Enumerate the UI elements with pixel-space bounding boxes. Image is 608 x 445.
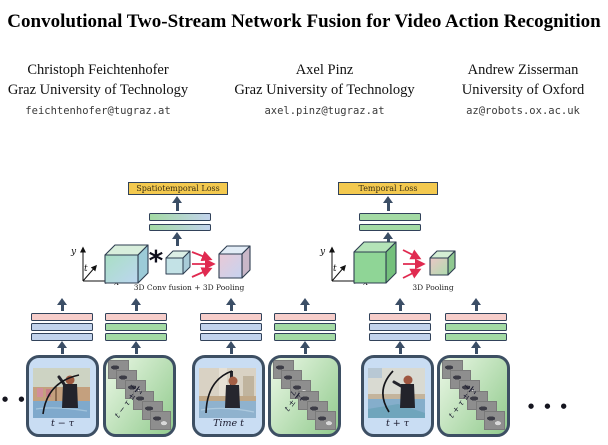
pooled-output-cube (429, 250, 456, 276)
t-axis (331, 264, 346, 282)
author-name: Andrew Zisserman (467, 62, 579, 78)
fc-bar (359, 213, 421, 221)
y-axis-label: y (70, 247, 77, 257)
conv-bar (445, 313, 507, 321)
t-axis-label: t (84, 264, 88, 274)
up-arrow-icon (471, 341, 481, 354)
frame-label: t − τ (50, 418, 75, 429)
rgb-frame-box: t + τ (361, 355, 434, 437)
spatiotemporal-loss-label: Spatiotemporal Loss (136, 184, 220, 193)
conv-bar (31, 323, 93, 331)
conv-bar (105, 323, 167, 331)
pooling-arrows (402, 249, 426, 279)
rgb-frame-photo (368, 368, 425, 418)
author-block-3: Andrew Zisserman University of Oxford az… (438, 62, 608, 117)
author-name: Axel Pinz (295, 62, 354, 78)
t-axis (82, 264, 97, 282)
frame-label: Time t (213, 418, 244, 429)
ellipsis-left: ● ● (2, 395, 29, 403)
up-arrow-icon (226, 341, 236, 354)
conv-bar (369, 313, 431, 321)
author-email: feichtenhofer@tugraz.at (25, 105, 171, 117)
conv-bar (31, 333, 93, 341)
conv-bar (445, 333, 507, 341)
flow-tile (150, 411, 171, 430)
up-arrow-icon (226, 298, 236, 311)
t-axis-label: t (333, 264, 337, 274)
up-arrow-icon (395, 341, 405, 354)
conv-bar (200, 323, 262, 331)
spatial-conv-stack (369, 313, 431, 341)
author-email: az@robots.ox.ac.uk (466, 105, 580, 117)
conv-bar (105, 333, 167, 341)
fc-bar (149, 223, 211, 231)
author-affiliation: University of Oxford (461, 82, 585, 98)
conv-bar (31, 313, 93, 321)
rgb-frame-photo (199, 368, 256, 418)
conv-fusion-caption: 3D Conv fusion + 3D Pooling (133, 283, 245, 292)
rgb-frame-photo (33, 368, 90, 418)
conv-bar (274, 313, 336, 321)
temporal-loss-label: Temporal Loss (358, 184, 418, 193)
spatial-conv-stack (200, 313, 262, 341)
flow-tile (459, 380, 480, 399)
ellipsis-right: ● ● ● (528, 402, 571, 410)
up-arrow-icon (172, 232, 182, 246)
conv-bar (274, 323, 336, 331)
temporal-feature-cube (353, 241, 397, 284)
fc-bar (359, 223, 421, 231)
conv-bar (200, 313, 262, 321)
author-affiliation: Graz University of Technology (234, 82, 415, 98)
temporal-conv-stack (105, 313, 167, 341)
author-affiliation: Graz University of Technology (7, 82, 189, 98)
up-arrow-icon (131, 298, 141, 311)
flow-tile (315, 411, 336, 430)
conv-kernel-cube (165, 250, 191, 275)
rgb-frame-box: Time t (192, 355, 265, 437)
frame-label: t + τ (385, 418, 410, 429)
up-arrow-icon (131, 341, 141, 354)
temporal-pooling-diagram: y t x (319, 241, 456, 288)
author-email: axel.pinz@tugraz.at (264, 105, 385, 117)
up-arrow-icon (57, 298, 67, 311)
conv-bar (274, 333, 336, 341)
up-arrow-icon (300, 298, 310, 311)
pooled-output-cube (218, 245, 251, 279)
conv-bar (369, 333, 431, 341)
spatiotemporal-loss-box: Spatiotemporal Loss (128, 182, 228, 195)
temporal-loss-box: Temporal Loss (338, 182, 438, 195)
temporal-conv-stack (274, 313, 336, 341)
flow-tile (484, 411, 505, 430)
author-block-2: Axel Pinz Graz University of Technology … (212, 62, 437, 117)
temporal-conv-stack (445, 313, 507, 341)
up-arrow-icon (395, 298, 405, 311)
up-arrow-icon (300, 341, 310, 354)
temporal-fc-layers (359, 213, 421, 231)
spatial-conv-stack (31, 313, 93, 341)
rgb-frame-box: t − τ (26, 355, 99, 437)
pooling-caption: 3D Pooling (412, 283, 454, 292)
up-arrow-icon (383, 196, 393, 211)
fused-feature-cube (104, 244, 149, 284)
conv-bar (105, 313, 167, 321)
conv-bar (445, 323, 507, 331)
pooling-arrows (191, 251, 216, 278)
up-arrow-icon (57, 341, 67, 354)
author-block-1: Christoph Feichtenhofer Graz University … (0, 62, 196, 117)
fused-fc-layers (149, 213, 211, 231)
up-arrow-icon (172, 196, 182, 211)
fc-bar (149, 213, 211, 221)
conv-bar (369, 323, 431, 331)
conv-fusion-diagram: y t x (70, 244, 251, 288)
y-axis-label: y (319, 247, 326, 257)
up-arrow-icon (471, 298, 481, 311)
convolution-asterisk: * (148, 244, 164, 277)
conv-bar (200, 333, 262, 341)
author-name: Christoph Feichtenhofer (27, 62, 169, 78)
paper-title: Convolutional Two-Stream Network Fusion … (7, 11, 601, 32)
